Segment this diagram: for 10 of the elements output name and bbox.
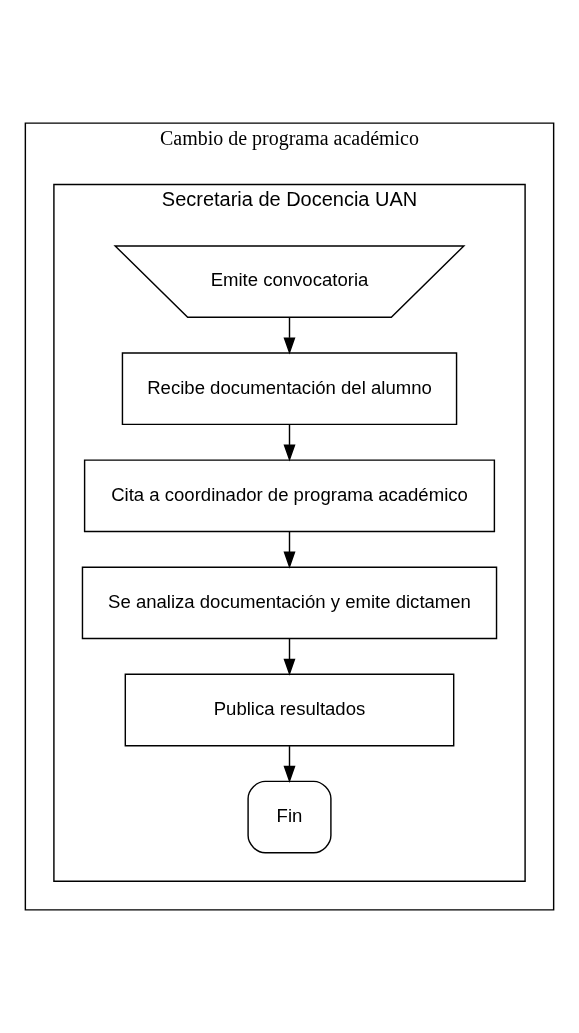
node-box: Cita a coordinador de programa académico [83, 459, 496, 533]
arrow [283, 317, 296, 355]
node-box: Recibe documentación del alumno [121, 352, 458, 426]
arrow [283, 424, 296, 462]
arrow [283, 531, 296, 569]
arrow [283, 745, 296, 783]
arrow [283, 638, 296, 676]
node-box: Se analiza documentación y emite dictamen [81, 566, 498, 640]
node-box: Fin [247, 780, 332, 854]
node-box: Publica resultados [124, 673, 455, 747]
